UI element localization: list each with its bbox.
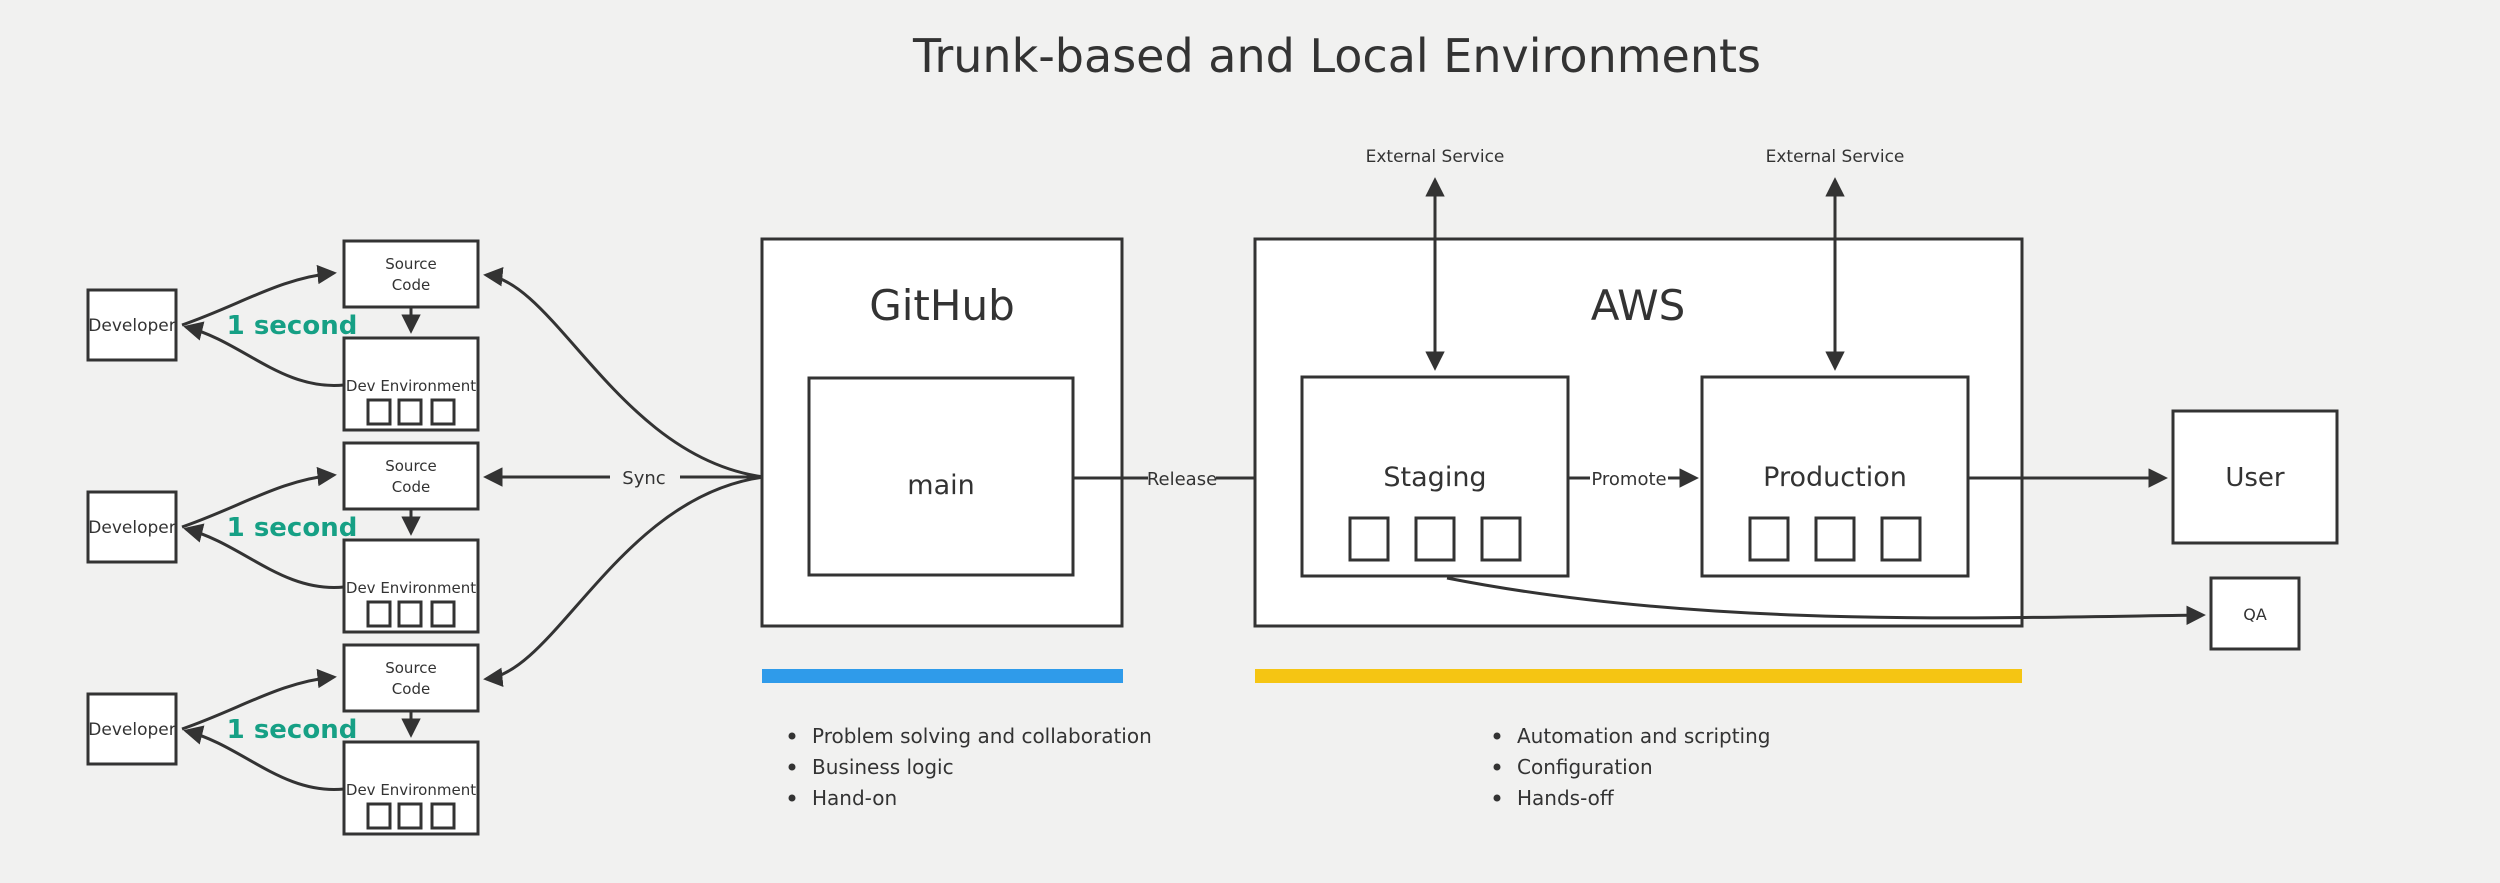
qa-endpoint: QA <box>1446 576 2301 651</box>
dev-environment-label: Dev Environment <box>346 579 476 597</box>
source-code-label: Source <box>385 457 437 475</box>
production-box <box>1700 375 1970 578</box>
container-icon <box>1814 516 1856 562</box>
container-icon <box>430 600 456 628</box>
container-icon <box>397 802 423 830</box>
curve-devenv1-to-developer1 <box>183 321 345 387</box>
external-service-label: External Service <box>1366 147 1505 167</box>
developer-box <box>86 692 178 766</box>
curve-devenv3-to-developer3 <box>183 725 345 791</box>
latency-label: 1 second <box>227 513 358 543</box>
container-icon <box>430 802 456 830</box>
aws-bullet-list: Automation and scripting Configuration H… <box>1493 724 1771 810</box>
qa-box <box>2209 576 2301 651</box>
developer-label: Developer <box>88 316 175 336</box>
source-code-box <box>342 441 480 511</box>
external-service-2: External Service <box>1766 147 1905 371</box>
bullet-icon <box>1493 732 1501 740</box>
source-code-label: Source <box>385 659 437 677</box>
bullet-icon <box>788 732 796 740</box>
developer-label: Developer <box>88 518 175 538</box>
bullet-item: Hand-on <box>812 786 897 810</box>
container-icon <box>366 600 392 628</box>
bullet-item: Automation and scripting <box>1517 724 1771 748</box>
container-icon <box>1880 516 1922 562</box>
github-bullet-list: Problem solving and collaboration Busine… <box>788 724 1152 810</box>
staging-label: Staging <box>1383 462 1486 493</box>
user-endpoint: User <box>1969 409 2339 545</box>
main-branch-label: main <box>907 470 974 501</box>
developer-box <box>86 490 178 564</box>
container-icon <box>1480 516 1522 562</box>
external-service-1: External Service <box>1366 147 1505 371</box>
bullet-icon <box>788 794 796 802</box>
developer-box <box>86 288 178 362</box>
page-title: Trunk-based and Local Environments <box>912 29 1761 83</box>
latency-label: 1 second <box>227 311 358 341</box>
container-icon <box>1348 516 1390 562</box>
curve-staging-to-qa <box>1446 576 2206 625</box>
github-underline-bar <box>762 669 1123 683</box>
dev-environment-label: Dev Environment <box>346 781 476 799</box>
aws-container: AWS Staging Production <box>1253 237 2024 628</box>
bullet-item: Problem solving and collaboration <box>812 724 1152 748</box>
release-label: Release <box>1147 469 1217 490</box>
aws-title: AWS <box>1591 281 1686 330</box>
container-icon <box>366 398 392 426</box>
bullet-icon <box>788 763 796 771</box>
container-icon <box>1748 516 1790 562</box>
curve-developer2-to-source2 <box>181 466 337 529</box>
user-box <box>2171 409 2339 545</box>
promote-label: Promote <box>1591 469 1666 490</box>
container-icon <box>397 398 423 426</box>
external-service-label: External Service <box>1766 147 1905 167</box>
source-code-box <box>342 239 480 309</box>
container-icon <box>366 802 392 830</box>
source-code-label: Code <box>392 680 430 698</box>
dev-group-2: Sync Developer Source Code Dev Environme… <box>86 441 804 634</box>
github-title: GitHub <box>869 281 1015 330</box>
user-label: User <box>2225 463 2285 493</box>
latency-label: 1 second <box>227 715 358 745</box>
source-code-box <box>342 643 480 713</box>
dev-group-3: Developer Source Code Dev Environment 1 … <box>86 475 765 836</box>
source-code-label: Code <box>392 478 430 496</box>
production-label: Production <box>1763 462 1907 493</box>
developer-label: Developer <box>88 720 175 740</box>
bullet-item: Business logic <box>812 755 954 779</box>
curve-github-to-source3 <box>483 475 765 688</box>
bullet-item: Configuration <box>1517 755 1653 779</box>
promote-edge: Promote <box>1568 468 1699 490</box>
source-code-label: Code <box>392 276 430 294</box>
aws-underline-bar <box>1255 669 2022 683</box>
container-icon <box>397 600 423 628</box>
main-branch-box <box>807 376 1075 577</box>
bullet-icon <box>1493 763 1501 771</box>
curve-developer1-to-source1 <box>181 264 337 327</box>
container-icon <box>1414 516 1456 562</box>
bullet-item: Hands-off <box>1517 786 1615 810</box>
curve-github-to-source1 <box>483 266 765 479</box>
sync-label: Sync <box>622 468 665 489</box>
curve-developer3-to-source3 <box>181 668 337 731</box>
dev-environment-label: Dev Environment <box>346 377 476 395</box>
dev-group-1: Developer Source Code Dev Environment 1 … <box>86 239 765 479</box>
source-code-label: Source <box>385 255 437 273</box>
container-icon <box>430 398 456 426</box>
github-container: GitHub main <box>760 237 1124 628</box>
qa-label: QA <box>2243 605 2267 624</box>
curve-devenv2-to-developer2 <box>183 523 345 589</box>
bullet-icon <box>1493 794 1501 802</box>
